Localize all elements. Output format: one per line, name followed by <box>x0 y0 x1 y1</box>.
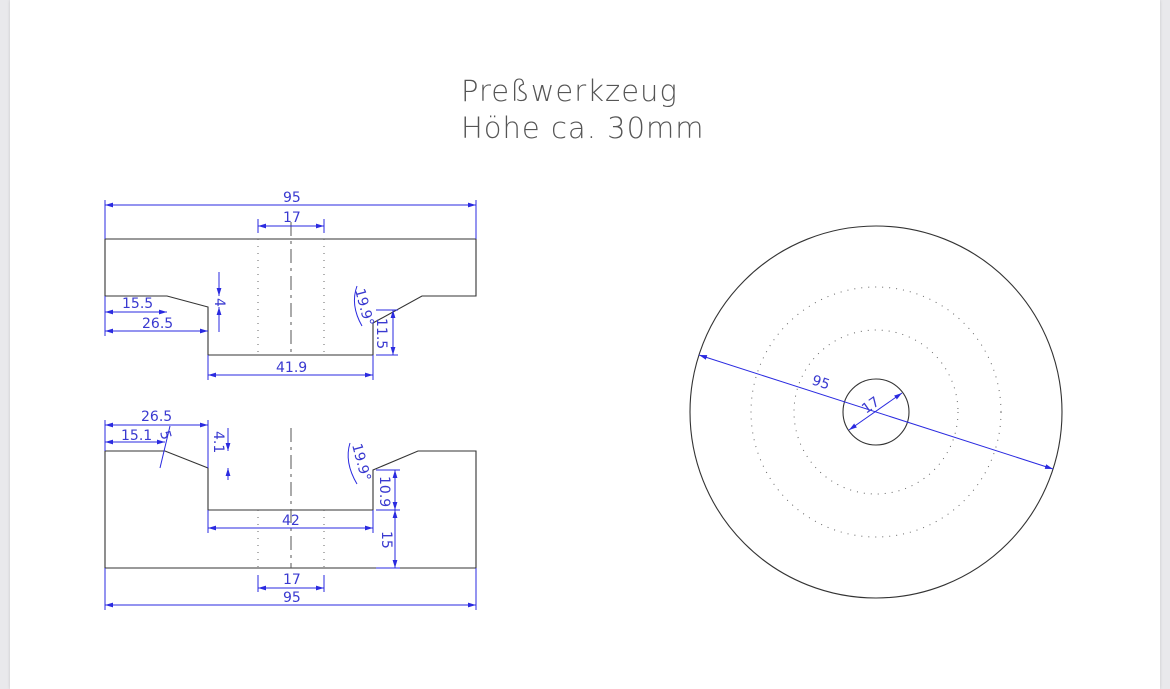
top-width-label: 95 <box>283 190 301 206</box>
plan-hole-label: 17 <box>859 394 883 417</box>
bottom-inner-width-label: 42 <box>282 513 300 529</box>
drawing-subtitle: Höhe ca. 30mm <box>461 111 705 145</box>
top-angle-arc <box>353 285 363 327</box>
top-left-step-label: 15.5 <box>122 296 153 312</box>
plan-diameter-label: 95 <box>810 373 832 394</box>
plan-hole-dimension <box>848 392 903 431</box>
bottom-hole-label: 17 <box>283 572 301 588</box>
outer-circle <box>689 225 1063 599</box>
bottom-upper-height-label: 10.9 <box>376 476 392 507</box>
plan-view: 95 17 <box>689 225 1063 599</box>
top-right-height-label: 11.5 <box>373 318 389 349</box>
bottom-chamfer-label: 5 <box>156 429 174 442</box>
bottom-angle-label: 19.9° <box>348 442 373 483</box>
bottom-section-view: 26.5 15.1 5 4.1 19.9° 10.9 15 42 17 <box>104 409 477 610</box>
drawing-sheet <box>10 0 1160 689</box>
top-left-outer-label: 26.5 <box>142 316 173 332</box>
bottom-left-step-label: 15.1 <box>121 428 152 444</box>
top-step-height-label: 4 <box>211 298 227 307</box>
top-hole-label: 17 <box>283 210 301 226</box>
plan-diameter-dimension <box>698 354 1054 470</box>
top-bottom-width-label: 41.9 <box>276 360 307 376</box>
bottom-width-label: 95 <box>283 590 301 606</box>
bottom-chamfer-dimension <box>159 425 171 469</box>
bottom-lower-height-label: 15 <box>378 531 394 549</box>
bottom-angle-arc <box>347 442 358 485</box>
drawing-title: Preßwerkzeug <box>461 74 678 108</box>
top-section-view: 95 17 15.5 26.5 4 19.9° 11.5 41.9 <box>104 190 477 380</box>
bottom-step-height-label: 4.1 <box>210 431 226 453</box>
bottom-left-outer-label: 26.5 <box>141 409 172 425</box>
